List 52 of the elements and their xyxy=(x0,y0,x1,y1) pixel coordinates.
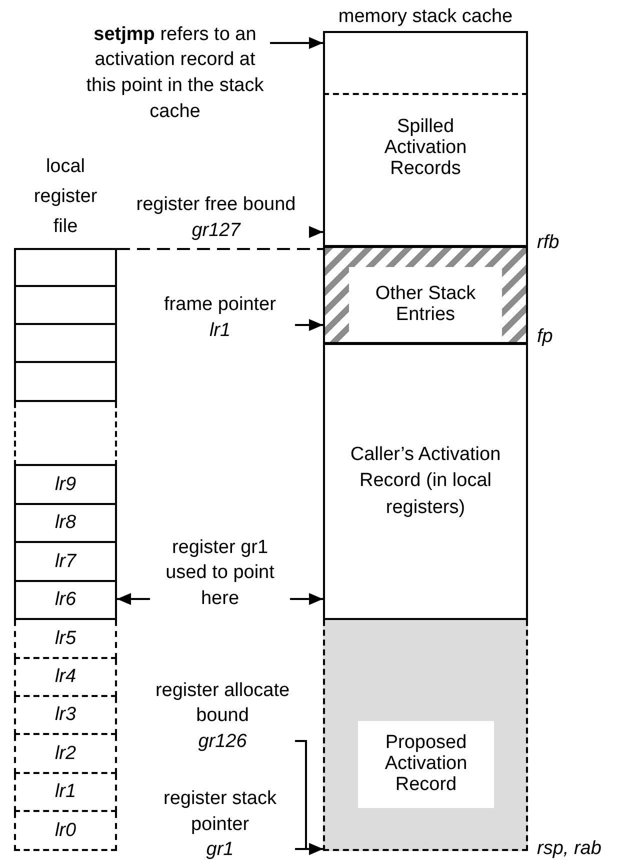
register-name: lr2 xyxy=(54,742,76,766)
connector-line xyxy=(117,248,323,250)
register-name: lr5 xyxy=(54,626,76,651)
register-slot xyxy=(14,402,117,466)
register-name: lr0 xyxy=(54,818,76,843)
annotation-label: setjmp refers to an activation record at this point in the stack cache xyxy=(85,22,265,124)
arrow xyxy=(295,319,323,331)
register-name: lr4 xyxy=(54,665,76,690)
register-slot xyxy=(14,697,117,735)
register-slot xyxy=(14,466,117,505)
register-slot xyxy=(14,659,117,697)
hatched-stack-segment xyxy=(323,248,528,345)
arrow xyxy=(290,593,323,605)
annotation-label: lr1 xyxy=(209,319,231,343)
stack-segment xyxy=(323,31,528,95)
annotation-label: register gr1 used to point here xyxy=(164,536,276,611)
register-name: lr9 xyxy=(54,472,76,497)
proposed-segment xyxy=(323,620,528,851)
register-name: lr3 xyxy=(54,703,76,728)
arrow xyxy=(117,593,150,605)
boundary-label: rfb xyxy=(537,232,560,254)
heading-text: memory stack cache xyxy=(337,5,514,30)
register-slot xyxy=(14,248,117,287)
annotation-label: gr126 xyxy=(198,730,247,754)
segment-label: Spilled Activation Records xyxy=(383,117,468,180)
register-slot xyxy=(14,287,117,325)
register-slot xyxy=(14,325,117,363)
register-slot xyxy=(14,812,117,851)
annotation-label: frame pointer xyxy=(164,293,276,318)
heading-text: local register file xyxy=(32,155,98,239)
register-slot xyxy=(14,505,117,543)
arrow xyxy=(270,37,323,49)
segment-label: Proposed Activation Record xyxy=(358,721,494,808)
annotation-label: gr127 xyxy=(192,219,240,243)
segment-label: Other Stack Entries xyxy=(349,267,502,342)
annotation-label: gr1 xyxy=(206,838,234,862)
register-name: lr1 xyxy=(54,780,76,804)
register-slot xyxy=(14,774,117,812)
boundary-label: fp xyxy=(537,326,553,348)
register-slot xyxy=(14,620,117,659)
register-slot xyxy=(14,582,117,620)
annotation-label: register free bound xyxy=(136,193,296,218)
arrow xyxy=(309,226,323,238)
register-name: lr7 xyxy=(54,550,76,574)
register-name: lr8 xyxy=(54,511,76,536)
boundary-label: rsp, rab xyxy=(537,838,602,860)
register-slot xyxy=(14,363,117,402)
register-slot xyxy=(14,735,117,774)
arrow xyxy=(295,843,323,855)
register-name: lr6 xyxy=(54,588,76,612)
register-slot xyxy=(14,543,117,582)
segment-label: Caller’s Activation Record (in local registers) xyxy=(349,442,502,520)
